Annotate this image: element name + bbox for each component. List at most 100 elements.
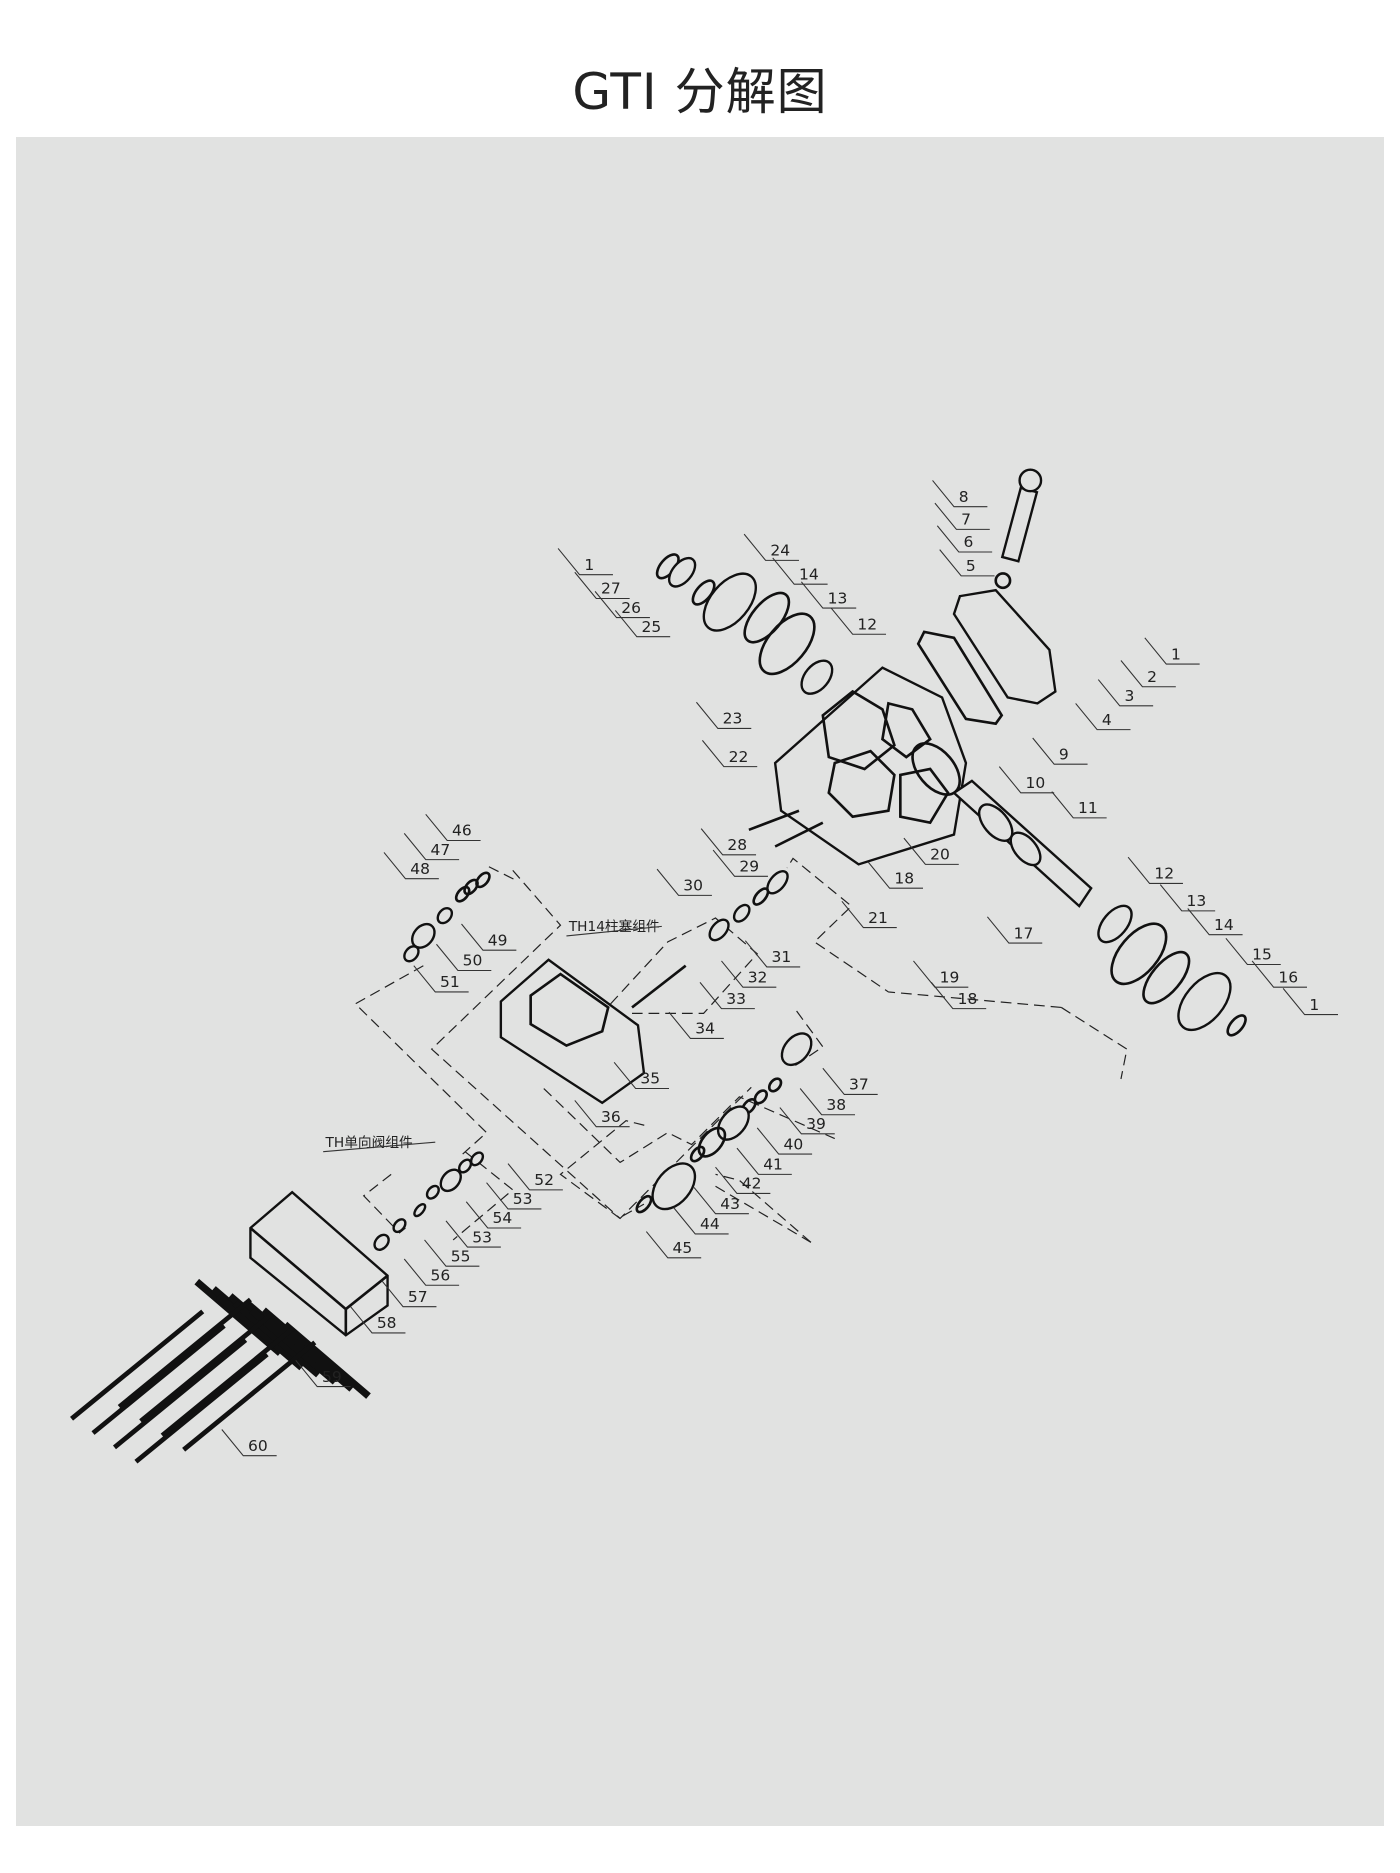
long-bolt [160, 1326, 295, 1438]
callout-35: 35 [613, 1061, 669, 1090]
callout-18: 18 [867, 861, 923, 889]
callout-44: 44 [673, 1207, 729, 1235]
stud-bolt [265, 1314, 355, 1392]
callout-number: 27 [601, 580, 621, 598]
rear-cover-part [916, 468, 1057, 726]
callout-number: 1 [1171, 645, 1181, 663]
callout-23: 23 [696, 701, 752, 729]
callout-14: 14 [772, 557, 828, 585]
group-label-plunger: TH14柱塞组件 [566, 918, 662, 937]
long-bolt [117, 1297, 252, 1409]
callout-19: 19 [913, 960, 969, 988]
callout-number: 58 [377, 1314, 397, 1332]
long-bolt [139, 1311, 274, 1423]
callout-37: 37 [822, 1067, 878, 1096]
callout-number: 12 [1154, 865, 1174, 883]
callout-number: 29 [739, 858, 759, 876]
callout-number: 3 [1125, 687, 1135, 705]
callout-number: 13 [828, 589, 848, 607]
callout-number: 23 [723, 710, 743, 728]
callout-58: 58 [350, 1306, 406, 1334]
callout-number: 51 [440, 973, 460, 991]
callout-number: 30 [683, 877, 703, 895]
callout-number: 47 [430, 841, 450, 859]
callout-56: 56 [403, 1258, 460, 1286]
callout-46: 46 [425, 813, 481, 842]
callout-3: 3 [1097, 679, 1154, 707]
callout-number: 54 [493, 1209, 513, 1227]
callout-number: 8 [959, 488, 969, 506]
callout-number: 12 [857, 616, 877, 634]
callout-45: 45 [645, 1231, 702, 1259]
long-bolt [134, 1352, 269, 1464]
callout-number: 20 [930, 846, 950, 864]
callout-number: 1 [584, 556, 594, 574]
callout-number: 17 [1014, 924, 1034, 942]
callout-16: 16 [1251, 960, 1307, 988]
callout-number: 38 [826, 1096, 846, 1114]
callout-number: 50 [463, 952, 483, 970]
callout-number: 52 [534, 1171, 554, 1189]
callout-42: 42 [715, 1166, 771, 1194]
callout-number: 43 [720, 1195, 740, 1213]
callout-number: 53 [472, 1228, 492, 1246]
long-bolt [70, 1309, 205, 1421]
callout-number: 22 [729, 748, 749, 766]
callout-53: 53 [486, 1182, 542, 1210]
callout-34: 34 [668, 1011, 724, 1039]
stud-bolt [282, 1321, 371, 1399]
bolts-part [70, 1278, 371, 1464]
callout-number: 25 [642, 618, 662, 636]
group-label-text: TH单向阀组件 [325, 1135, 413, 1151]
callout-8: 8 [932, 480, 988, 508]
callout-number: 21 [868, 909, 888, 927]
callout-number: 14 [1214, 916, 1234, 934]
callout-32: 32 [721, 960, 777, 988]
callout-number: 31 [772, 948, 792, 966]
crankcase-part [748, 666, 968, 866]
callout-number: 24 [770, 542, 790, 560]
page-title: GTI 分解图 [572, 63, 828, 121]
callout-28: 28 [700, 828, 757, 856]
callout-number: 10 [1026, 774, 1046, 792]
callout-15: 15 [1225, 937, 1281, 966]
callout-number: 59 [322, 1368, 342, 1386]
pump-head-part [499, 958, 687, 1105]
callout-29: 29 [712, 849, 768, 877]
callout-number: 60 [248, 1437, 268, 1455]
callout-number: 44 [700, 1215, 720, 1233]
callout-number: 49 [488, 931, 508, 949]
callout-number: 15 [1252, 946, 1272, 964]
callout-number: 39 [806, 1115, 826, 1133]
callout-number: 13 [1187, 892, 1207, 910]
callout-number: 18 [958, 990, 978, 1008]
callout-number: 57 [408, 1288, 428, 1306]
callout-39: 39 [779, 1107, 835, 1135]
callout-number: 48 [410, 860, 430, 878]
callout-21: 21 [841, 900, 897, 929]
callout-number: 2 [1147, 668, 1157, 686]
callout-47: 47 [403, 833, 460, 861]
callout-33: 33 [699, 982, 755, 1010]
callout-54: 54 [465, 1201, 522, 1229]
callout-number: 6 [964, 533, 974, 551]
callout-27: 27 [574, 571, 630, 600]
stud-bolt [249, 1307, 338, 1385]
callout-10: 10 [998, 766, 1055, 794]
callout-number: 14 [799, 565, 819, 583]
callout-41: 41 [736, 1147, 792, 1175]
long-bolt [91, 1323, 226, 1435]
callout-40: 40 [756, 1127, 813, 1155]
callout-31: 31 [744, 940, 801, 968]
callout-number: 55 [451, 1247, 471, 1265]
callout-number: 34 [695, 1020, 715, 1038]
callout-43: 43 [693, 1187, 749, 1215]
callout-number: 32 [748, 968, 768, 986]
callout-57: 57 [381, 1280, 437, 1308]
callout-50: 50 [436, 943, 492, 972]
callout-4: 4 [1075, 703, 1131, 731]
callout-number: 33 [726, 990, 746, 1008]
manifold-block-part [249, 1190, 389, 1337]
callout-1: 1 [1282, 988, 1338, 1016]
